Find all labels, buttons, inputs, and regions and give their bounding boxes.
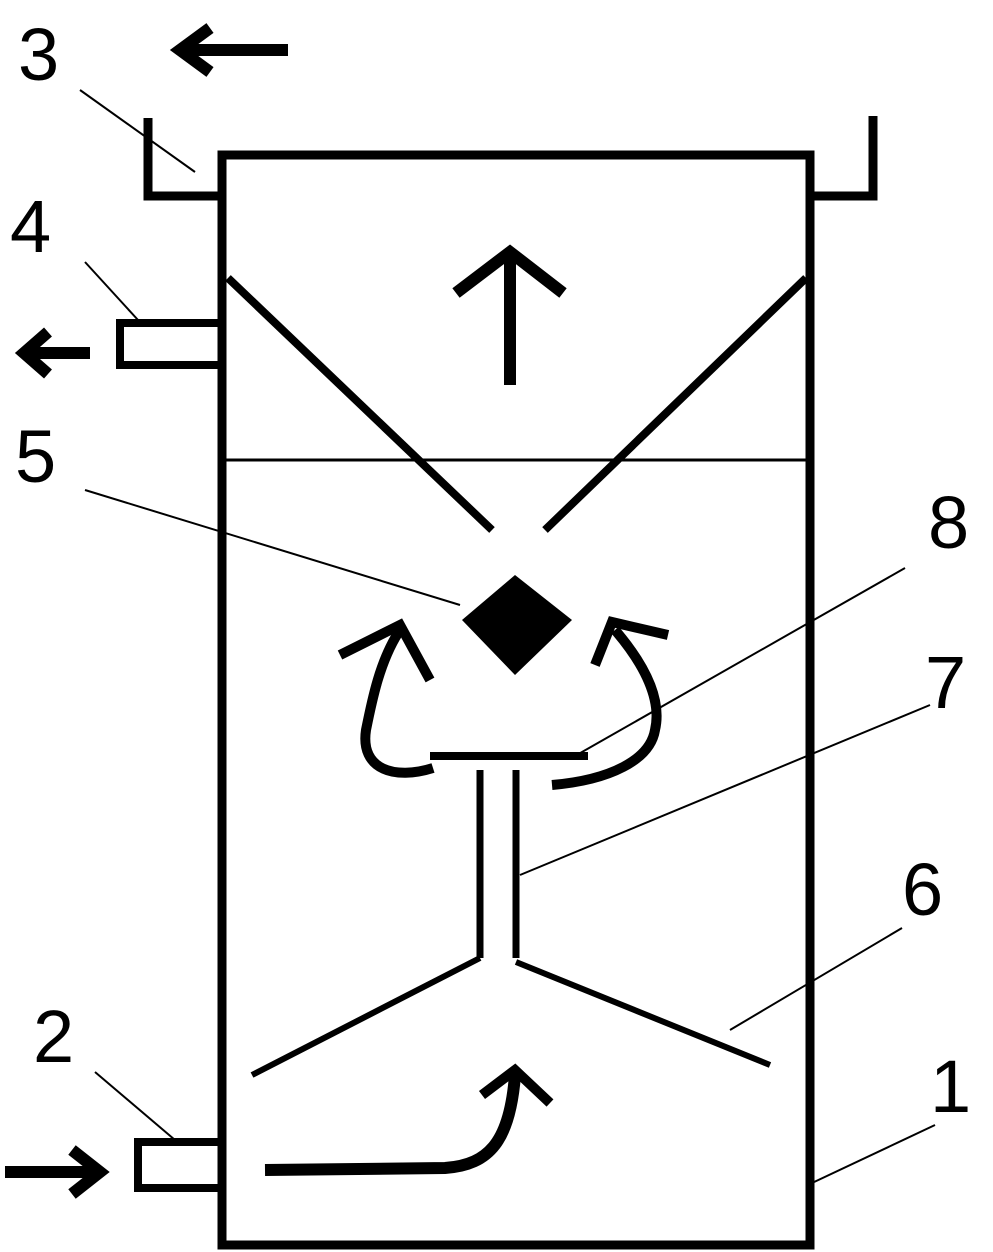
leader-3	[79, 89, 196, 173]
inlet-pipe	[134, 1138, 222, 1192]
diamond-element	[462, 575, 572, 675]
separator-right-wall	[542, 275, 809, 533]
top-outlet-right	[810, 116, 878, 201]
top-outlet-left	[143, 118, 222, 201]
arrow-curve-left	[337, 618, 435, 778]
label-3: 3	[18, 13, 59, 96]
label-7: 7	[925, 641, 966, 724]
label-8: 8	[928, 481, 969, 564]
arrow-curve-bottom	[264, 1063, 554, 1176]
leader-1	[811, 1124, 936, 1184]
label-2: 2	[33, 995, 74, 1078]
side-outlet-pipe	[116, 319, 222, 369]
leader-8	[574, 567, 906, 757]
arrow-curve-right	[551, 616, 670, 790]
leader-6	[729, 927, 903, 1031]
distributor-right	[514, 959, 772, 1068]
leader-4	[84, 261, 139, 321]
arrow-up-separator	[452, 244, 567, 385]
label-4: 4	[10, 185, 51, 268]
leader-5	[84, 489, 461, 606]
arrow-inlet	[5, 1145, 110, 1199]
label-1: 1	[930, 1045, 971, 1128]
separator-left-wall	[225, 275, 495, 533]
leader-7	[519, 704, 931, 876]
arrow-side-outlet	[14, 327, 90, 379]
label-5: 5	[15, 415, 56, 498]
leader-2	[94, 1071, 176, 1141]
label-6: 6	[902, 848, 943, 931]
distributor-left	[250, 955, 482, 1078]
arrow-left-top	[169, 23, 288, 77]
vessel-body	[217, 150, 815, 1250]
